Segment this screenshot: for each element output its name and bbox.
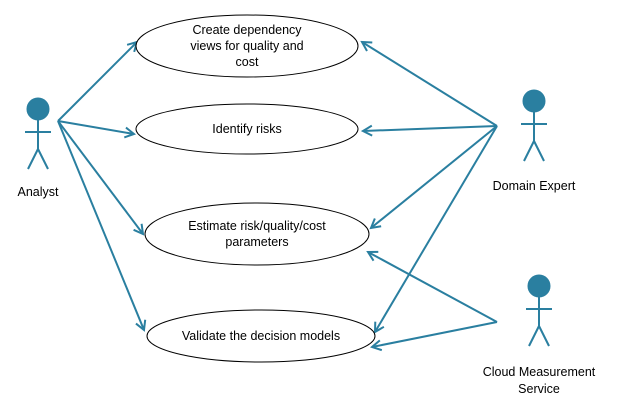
association-domain-expert-to-validate-decision-models xyxy=(375,125,498,332)
use-case-label-line: cost xyxy=(236,55,259,69)
use-cases-layer: Create dependency views for quality and co… xyxy=(135,14,376,363)
use-case-validate-decision-models[interactable]: Validate the decision models xyxy=(146,309,376,363)
use-case-ellipse xyxy=(135,14,359,78)
association-analyst-to-estimate-parameters xyxy=(57,120,143,234)
use-case-label-line: views for quality and xyxy=(190,39,303,53)
use-case-ellipse xyxy=(135,103,359,155)
use-case-label-line: parameters xyxy=(225,235,288,249)
association-analyst-to-create-dependency-views xyxy=(57,42,137,122)
association-domain-expert-to-estimate-parameters xyxy=(371,125,498,228)
actor-head-icon xyxy=(527,274,551,298)
association-domain-expert-to-identify-risks xyxy=(363,126,498,131)
actor-right-leg xyxy=(538,325,550,347)
actor-domain-expert[interactable]: Domain Expert xyxy=(493,89,576,193)
actor-left-leg xyxy=(27,148,39,170)
actor-analyst[interactable]: Analyst xyxy=(18,97,60,199)
use-case-label-line: Create dependency xyxy=(192,23,302,37)
actor-right-leg xyxy=(533,140,545,162)
use-case-estimate-parameters[interactable]: Estimate risk/quality/cost parameters xyxy=(144,202,370,266)
use-case-identify-risks[interactable]: Identify risks xyxy=(135,103,359,155)
use-case-create-dependency-views[interactable]: Create dependency views for quality and co… xyxy=(135,14,359,78)
actor-label-line: Service xyxy=(518,382,560,396)
association-cloud-measurement-service-to-validate-decision-models xyxy=(372,321,498,347)
association-domain-expert-to-create-dependency-views xyxy=(362,42,498,127)
actor-head-icon xyxy=(522,89,546,113)
use-case-ellipse xyxy=(144,202,370,266)
use-case-label-line: Estimate risk/quality/cost xyxy=(188,219,326,233)
use-case-label-line: Validate the decision models xyxy=(182,329,340,343)
actor-label-line: Cloud Measurement xyxy=(483,365,596,379)
use-case-ellipse xyxy=(146,309,376,363)
actor-head-icon xyxy=(26,97,50,121)
association-analyst-to-identify-risks xyxy=(57,120,134,134)
associations-layer xyxy=(57,42,498,347)
association-cloud-measurement-service-to-estimate-parameters xyxy=(368,252,498,323)
actor-label-line: Analyst xyxy=(18,185,60,199)
actor-label-line: Domain Expert xyxy=(493,179,576,193)
use-case-label-line: Identify risks xyxy=(212,122,281,136)
actor-left-leg xyxy=(528,325,540,347)
association-analyst-to-validate-decision-models xyxy=(57,120,144,330)
actor-left-leg xyxy=(523,140,535,162)
actor-right-leg xyxy=(37,148,49,170)
